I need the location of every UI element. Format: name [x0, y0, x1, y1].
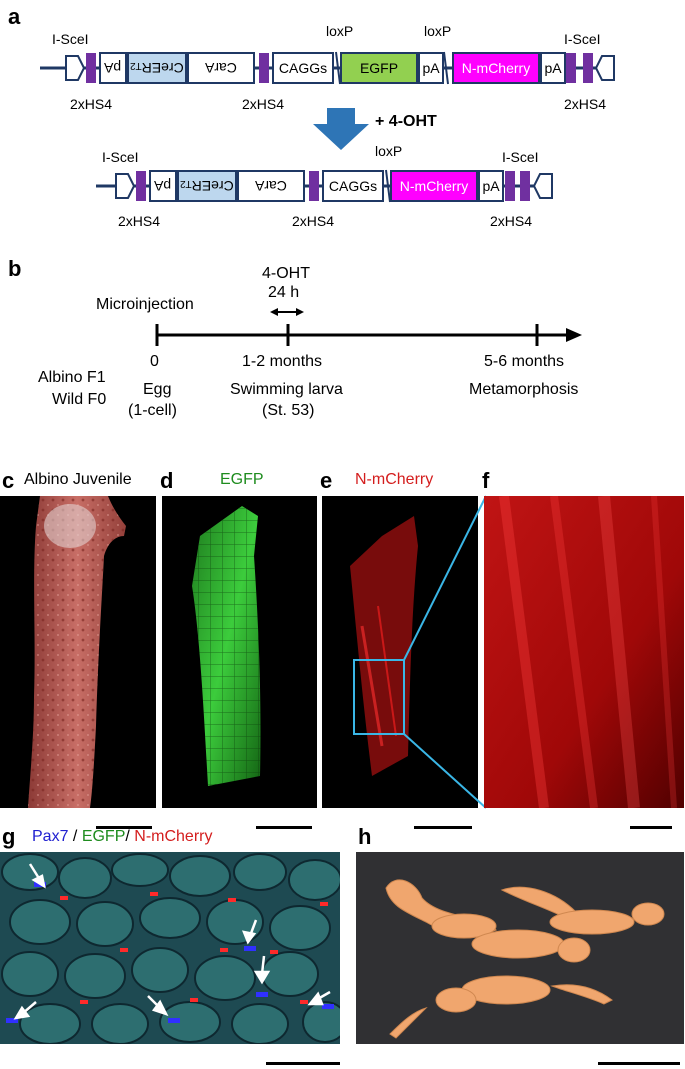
caggs-box-2: CAGGs: [322, 170, 384, 202]
pa-box-5: pA: [478, 170, 504, 202]
pax7-egfp-nmcherry-image: [0, 852, 340, 1044]
oht-duration-label: 24 h: [268, 284, 300, 301]
creert2-box-1: CreERT2: [127, 52, 187, 84]
egfp-image: [162, 496, 317, 808]
time-1-2-months: 1-2 months: [242, 353, 323, 370]
nmcherry-box-1: N-mCherry: [452, 52, 540, 84]
newts-drawing: [356, 852, 684, 1044]
treatment-label: + 4-OHT: [375, 113, 437, 130]
hs4-label-3: 2xHS4: [564, 96, 607, 112]
pa-box-1: pA: [99, 52, 127, 84]
pa-box-3: pA: [540, 52, 566, 84]
muscle-section-drawing: [0, 852, 340, 1044]
isce-label-right-2: I-SceI: [502, 149, 539, 165]
loxp-label-1: loxP: [326, 23, 354, 39]
nmcherry-zoom-drawing: [484, 496, 684, 808]
scale-bar-g: [266, 1062, 340, 1065]
hs4-label-1: 2xHS4: [70, 96, 113, 112]
isce-label-left: I-SceI: [52, 31, 89, 47]
pa-box-2: pA: [418, 52, 444, 84]
panel-label-h: h: [358, 824, 372, 849]
creert2-box-2: CreERT2: [177, 170, 237, 202]
one-cell-label: (1-cell): [128, 402, 177, 419]
pa-box-4: pA: [149, 170, 177, 202]
hs4-label-6: 2xHS4: [490, 213, 533, 229]
panel-label-f: f: [482, 468, 490, 493]
cara-box-1: CarA: [187, 52, 255, 84]
timeline-axis: [155, 308, 582, 346]
panel-label-a: a: [8, 4, 21, 29]
egfp-box: EGFP: [340, 52, 418, 84]
hs4-label-4: 2xHS4: [118, 213, 161, 229]
panel-label-g: g: [2, 824, 16, 849]
hs4-label-2: 2xHS4: [242, 96, 285, 112]
treatment-arrow-icon: [313, 108, 369, 150]
panel-label-e: e: [320, 468, 333, 493]
albino-limb-drawing: [28, 496, 126, 808]
oht-label: 4-OHT: [262, 265, 310, 282]
nmcherry-image: [322, 496, 478, 808]
time-zero: 0: [150, 353, 159, 370]
hs4-label-5: 2xHS4: [292, 213, 335, 229]
panel-label-c: c: [2, 468, 15, 493]
title-albino-juvenile: Albino Juvenile: [24, 471, 132, 488]
nmcherry-zoom-image: [484, 496, 684, 808]
title-g-egfp: EGFP: [81, 828, 126, 845]
wild-f0-label: Wild F0: [52, 391, 107, 408]
cara-box-2: CarA: [237, 170, 305, 202]
nmcherry-box-2: N-mCherry: [390, 170, 478, 202]
stage-label: (St. 53): [262, 402, 315, 419]
scale-bar-c: [96, 826, 152, 829]
panel-label-b: b: [8, 256, 22, 281]
albino-f1-label: Albino F1: [38, 369, 106, 386]
title-egfp: EGFP: [220, 471, 264, 488]
albino-newts-photo: [356, 852, 684, 1044]
nmcherry-muscle-drawing: [350, 516, 418, 776]
zoom-lines: [403, 495, 487, 809]
title-g-pax7: Pax7: [32, 828, 69, 845]
albino-juvenile-image: [0, 496, 156, 808]
loxp-label-3: loxP: [375, 143, 403, 159]
isce-label-right: I-SceI: [564, 31, 601, 47]
panel-label-d: d: [160, 468, 174, 493]
loxp-markers-row1: [335, 51, 449, 85]
title-nmcherry: N-mCherry: [355, 471, 434, 488]
metamorphosis-label: Metamorphosis: [469, 381, 579, 398]
scale-bar-h: [598, 1062, 680, 1065]
egfp-muscle-drawing: [192, 506, 261, 786]
time-5-6-months: 5-6 months: [484, 353, 565, 370]
scale-bar-e: [414, 826, 472, 829]
swimming-larva-label: Swimming larva: [230, 381, 343, 398]
microinjection-label: Microinjection: [96, 296, 194, 313]
scale-bar-f: [630, 826, 672, 829]
title-g-nmcherry: N-mCherry: [134, 828, 213, 845]
isce-label-left-2: I-SceI: [102, 149, 139, 165]
caggs-box-1: CAGGs: [272, 52, 334, 84]
egg-label: Egg: [143, 381, 172, 398]
scale-bar-d: [256, 826, 312, 829]
loxp-marker-row2: [385, 169, 391, 203]
title-g: Pax7 / EGFP/ N-mCherry: [32, 828, 213, 845]
loxp-label-2: loxP: [424, 23, 452, 39]
